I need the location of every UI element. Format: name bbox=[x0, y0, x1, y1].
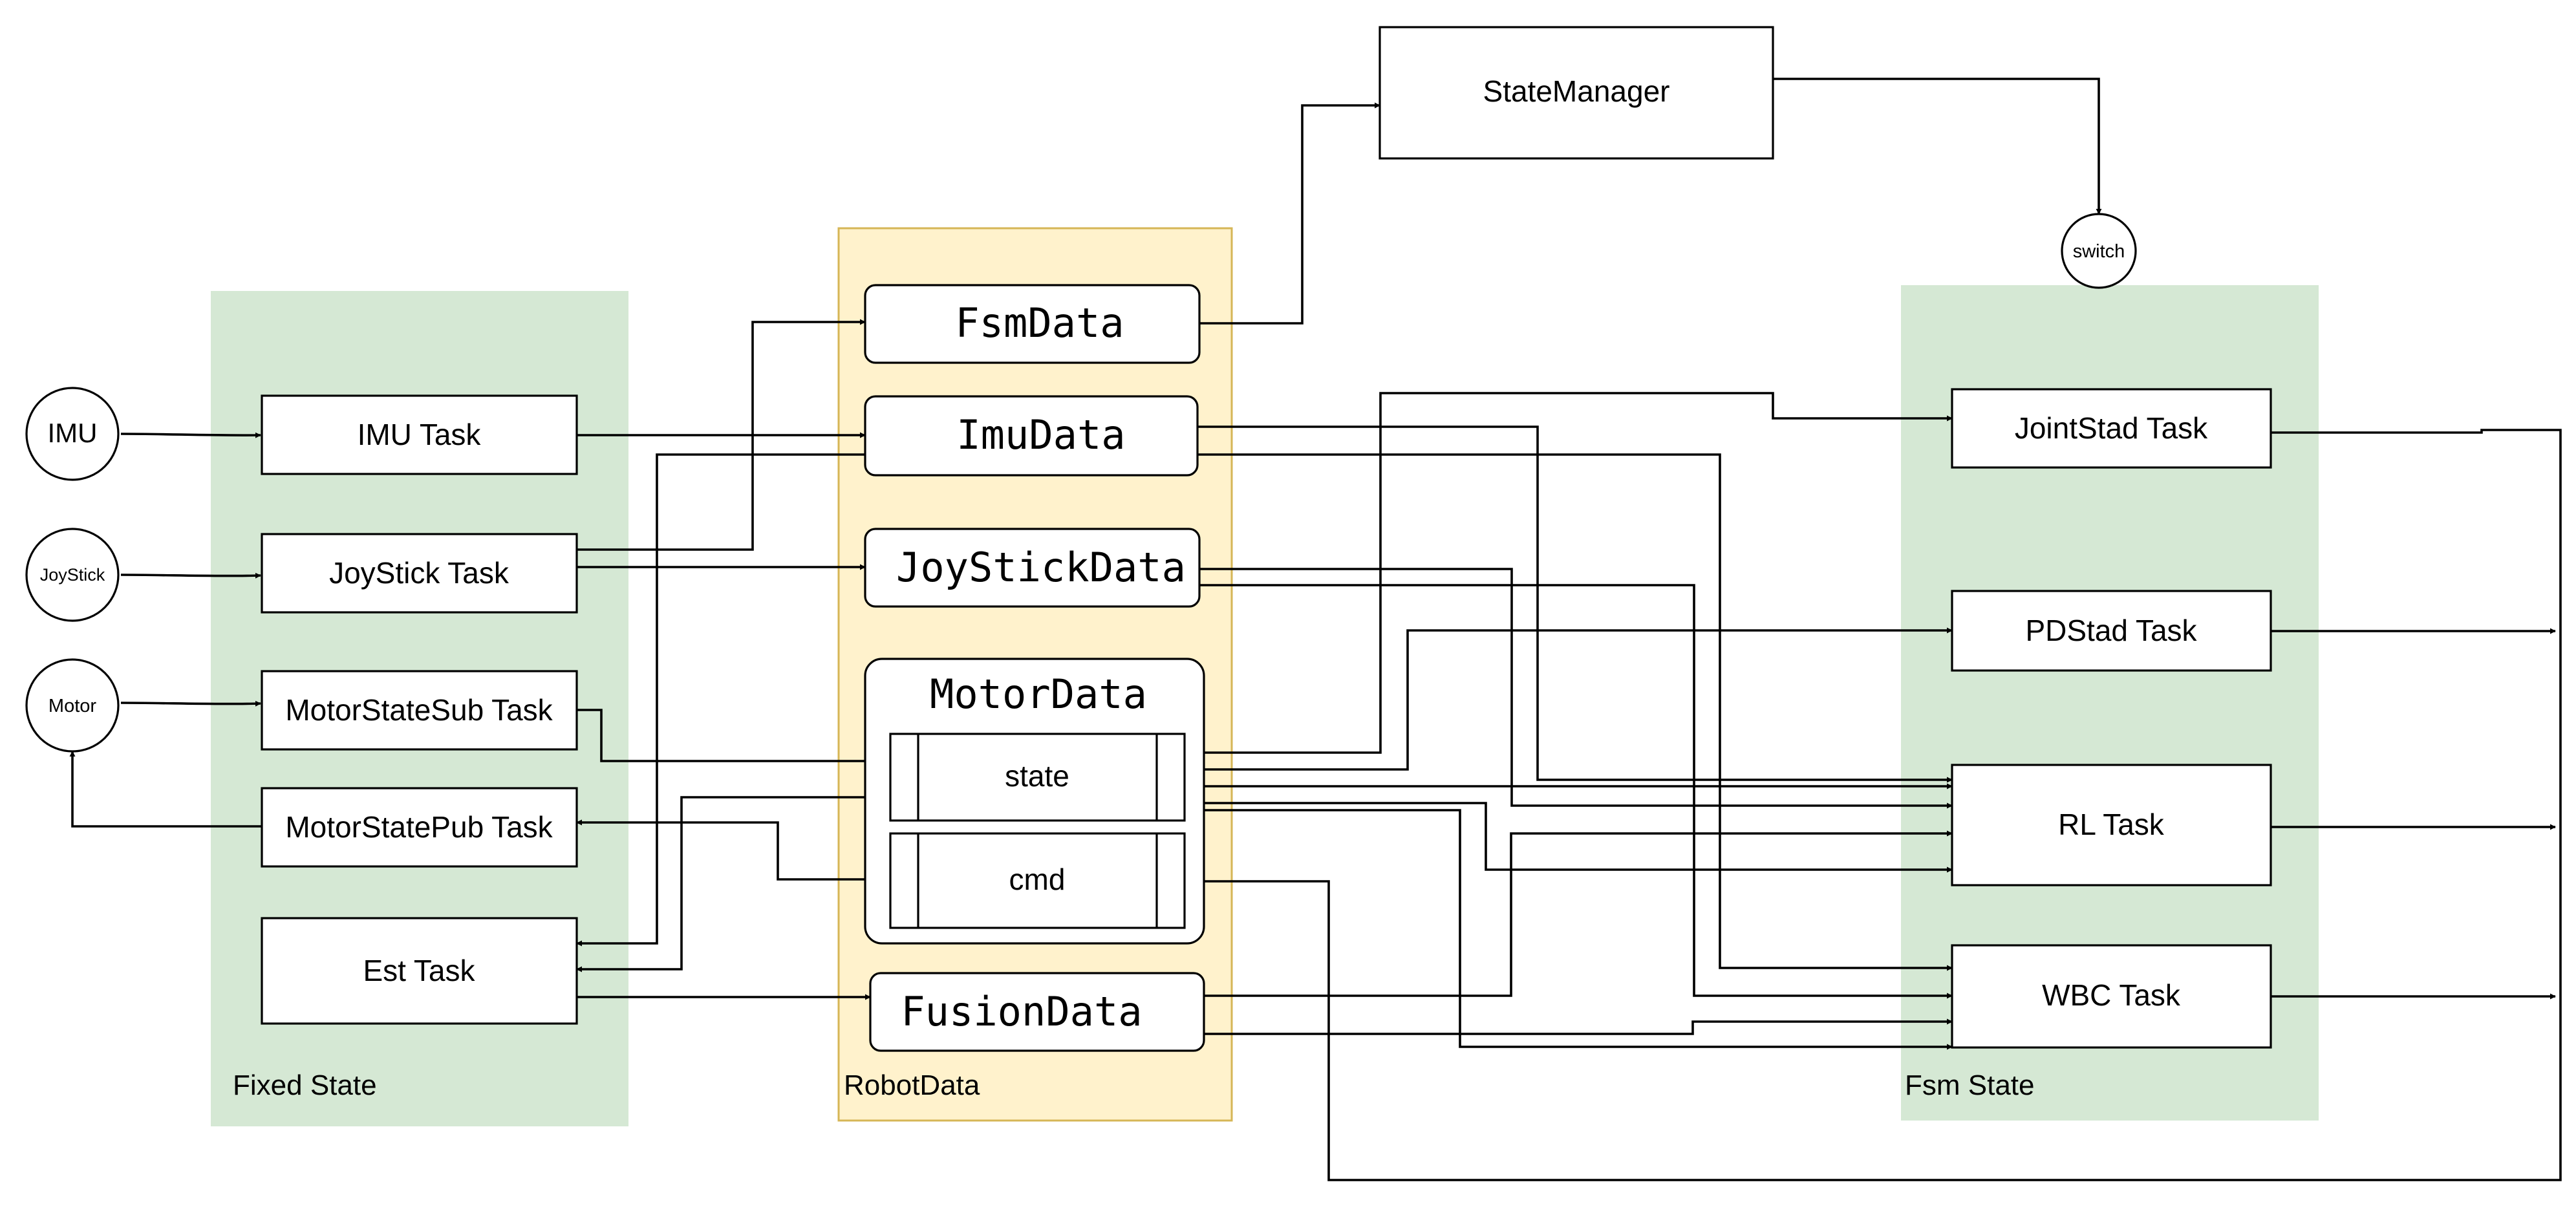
joystickdata-block: JoyStickData bbox=[864, 528, 1201, 608]
motorstatepub-task: MotorStatePub Task bbox=[261, 787, 578, 868]
connectors bbox=[69, 78, 2562, 1181]
motordata-label: MotorData bbox=[930, 671, 1147, 718]
pdstad-task-label: PDStad Task bbox=[2025, 614, 2197, 647]
est-task: Est Task bbox=[261, 917, 578, 1025]
edge-statemanager-to-switch bbox=[1773, 78, 2102, 215]
motor-source-label: Motor bbox=[48, 696, 96, 716]
fsm-state-label: Fsm State bbox=[1905, 1069, 2035, 1101]
motorstatepub-task-label: MotorStatePub Task bbox=[285, 810, 553, 844]
imu-task: IMU Task bbox=[261, 394, 578, 475]
edge-imudata-to-rl bbox=[1197, 425, 1953, 783]
edge-jointstad-feedback-to-cmd bbox=[1185, 429, 2562, 1181]
fsmdata-block: FsmData bbox=[864, 284, 1201, 364]
imu-source-label: IMU bbox=[48, 418, 98, 448]
fixed-state-label: Fixed State bbox=[233, 1069, 377, 1101]
edge-cmd-to-motorstatepub bbox=[576, 819, 890, 881]
edge-imu-to-imu-task bbox=[120, 432, 261, 438]
robot-data-label: RobotData bbox=[844, 1069, 980, 1101]
rl-task-label: RL Task bbox=[2058, 808, 2165, 841]
edge-joystickdata-to-rl bbox=[1199, 568, 1953, 809]
imu-task-label: IMU Task bbox=[358, 418, 482, 451]
cmd-block: cmd bbox=[889, 832, 1186, 929]
joystick-source-label: JoyStick bbox=[40, 565, 105, 585]
edge-joystick-task-to-fsmdata bbox=[577, 319, 866, 551]
state-block: state bbox=[889, 733, 1186, 822]
edge-imudata-to-wbc bbox=[1197, 453, 1953, 971]
edge-motor-to-motorstatesub-task bbox=[120, 700, 261, 707]
jointstad-task: JointStad Task bbox=[1951, 388, 2272, 469]
jointstad-task-label: JointStad Task bbox=[2015, 411, 2208, 445]
fusiondata-block: FusionData bbox=[869, 972, 1205, 1052]
edge-state-to-est-task bbox=[576, 796, 890, 972]
edge-state-to-pdstad bbox=[1185, 627, 1953, 771]
edge-fsmdata-to-statemanager bbox=[1199, 102, 1380, 325]
imudata-block: ImuData bbox=[864, 395, 1199, 477]
switch-label: switch bbox=[2073, 241, 2125, 262]
edge-joystickdata-to-wbc bbox=[1199, 584, 1953, 999]
imudata-label: ImuData bbox=[956, 411, 1125, 458]
state-label: state bbox=[1005, 759, 1069, 793]
cmd-label: cmd bbox=[1009, 863, 1066, 896]
joystick-source: JoyStick bbox=[25, 528, 120, 622]
switch-node: switch bbox=[2061, 213, 2137, 289]
fsmdata-label: FsmData bbox=[955, 299, 1124, 347]
wbc-task: WBC Task bbox=[1951, 944, 2272, 1049]
motor-source: Motor bbox=[25, 658, 120, 753]
pdstad-task: PDStad Task bbox=[1951, 590, 2272, 672]
statemanager-label: StateManager bbox=[1483, 74, 1670, 108]
motorstatesub-task-label: MotorStateSub Task bbox=[285, 693, 553, 727]
edge-state-to-jointstad bbox=[1185, 392, 1953, 754]
edge-joystick-to-joystick-task bbox=[120, 572, 261, 579]
imu-source: IMU bbox=[25, 387, 120, 481]
edge-fusiondata-to-wbc bbox=[1204, 1018, 1953, 1035]
statemanager-block: StateManager bbox=[1379, 26, 1774, 160]
wbc-task-label: WBC Task bbox=[2042, 978, 2181, 1012]
joystick-task: JoyStick Task bbox=[261, 533, 578, 614]
edge-motorstatesub-to-state bbox=[577, 709, 891, 764]
rl-task: RL Task bbox=[1951, 764, 2272, 886]
joystickdata-label: JoyStickData bbox=[896, 544, 1186, 591]
est-task-label: Est Task bbox=[363, 954, 476, 987]
motorstatesub-task: MotorStateSub Task bbox=[261, 670, 578, 751]
edge-imudata-to-est-task bbox=[576, 453, 865, 947]
edge-motorstatepub-to-motor bbox=[69, 751, 262, 828]
fusiondata-label: FusionData bbox=[901, 988, 1142, 1035]
edge-state-to-rl-2 bbox=[1185, 802, 1953, 873]
edge-state-to-wbc bbox=[1185, 809, 1953, 1050]
joystick-task-label: JoyStick Task bbox=[329, 556, 510, 590]
edge-fusiondata-to-rl bbox=[1204, 830, 1953, 997]
